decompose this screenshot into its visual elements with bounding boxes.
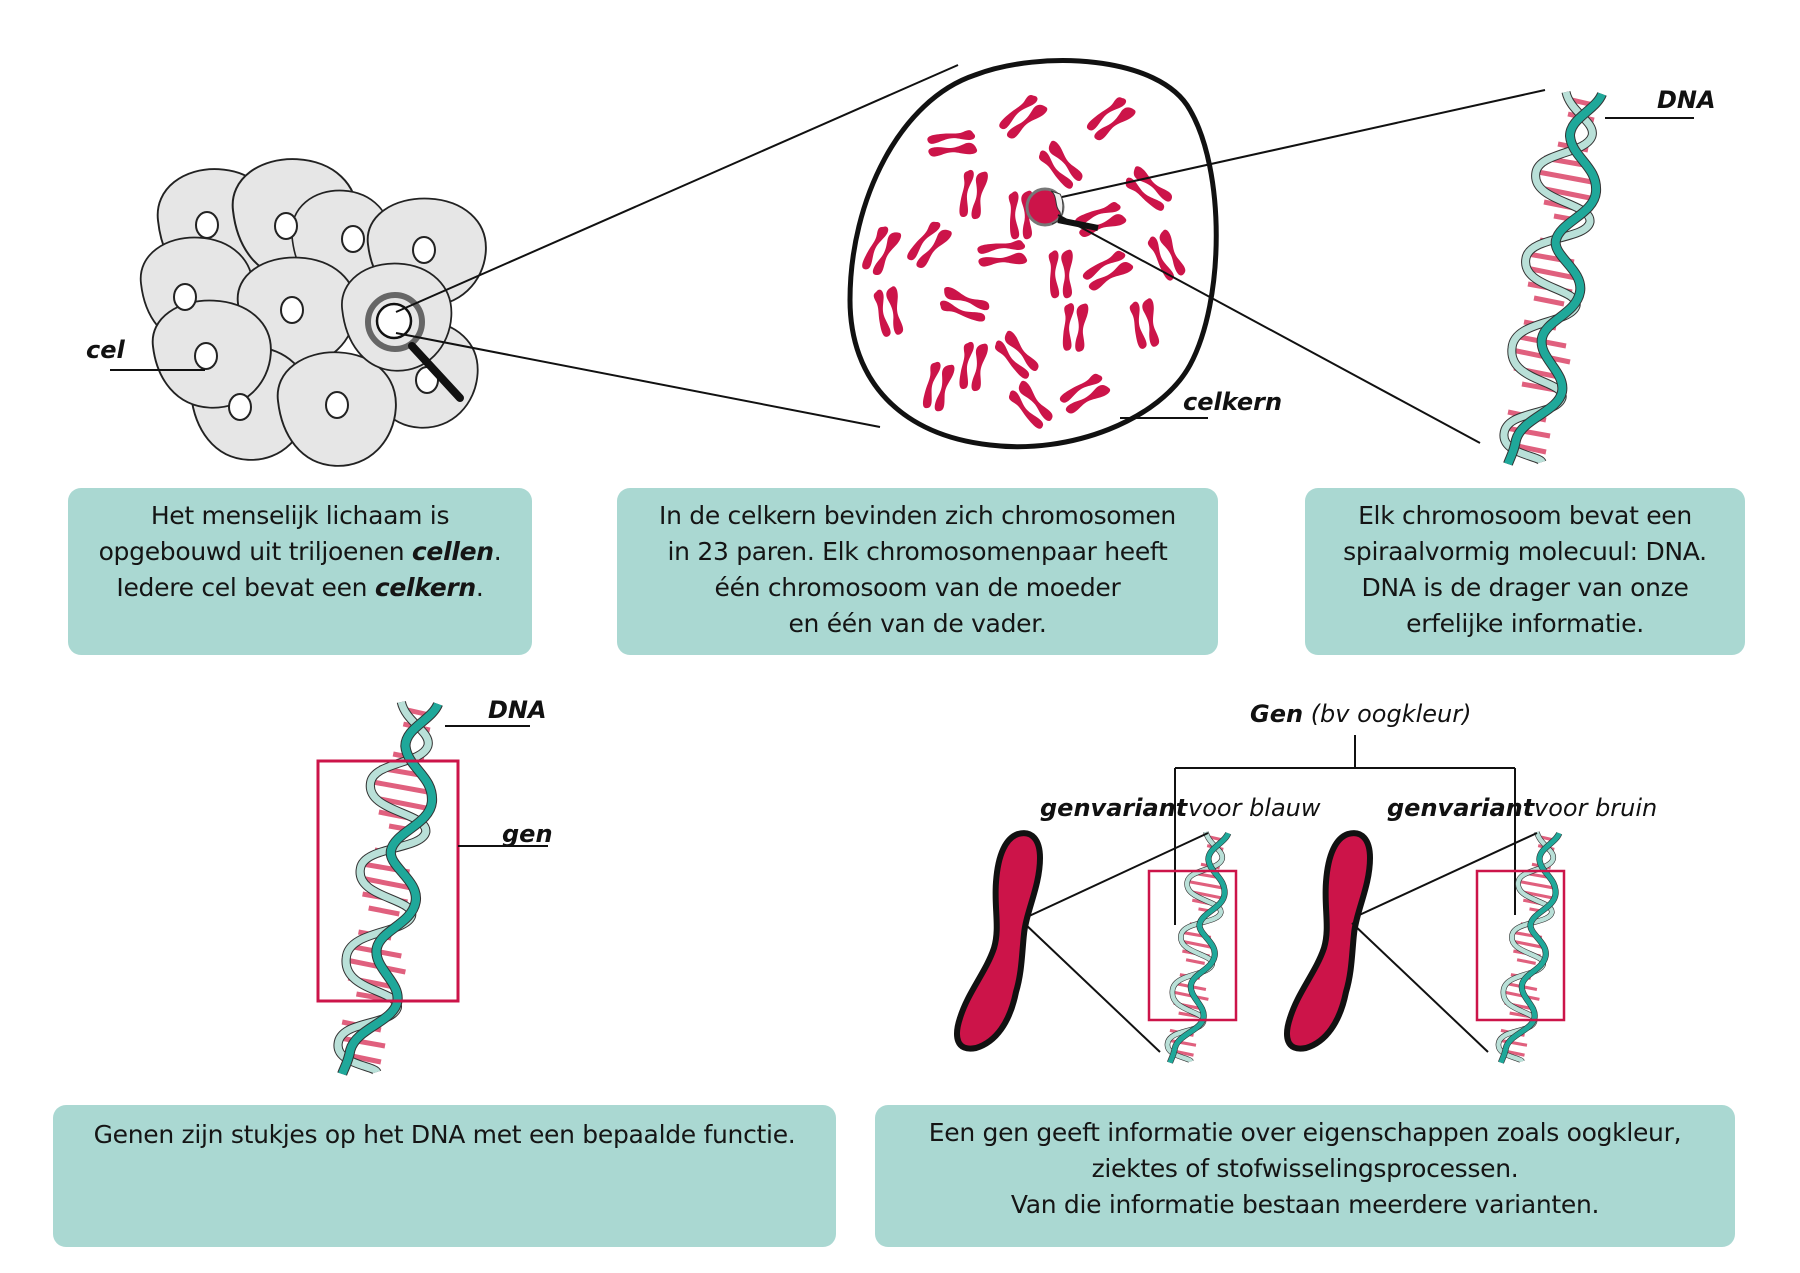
caption-cells-line1: Het menselijk lichaam is bbox=[150, 501, 450, 530]
zoom-line-dna-top bbox=[1061, 89, 1546, 198]
caption-dna-line4: erfelijke informatie. bbox=[1406, 609, 1644, 638]
dna-helix-top bbox=[1504, 92, 1602, 464]
term-cellen: cellen bbox=[411, 537, 494, 566]
caption-gene: Genen zijn stukjes op het DNA met een be… bbox=[53, 1105, 836, 1247]
caption-dna-line3: DNA is de drager van onze bbox=[1361, 573, 1689, 602]
label-gen: gen bbox=[502, 820, 553, 848]
term-celkern: celkern bbox=[374, 573, 476, 602]
zoom-line-variant-bruin-bottom bbox=[1351, 922, 1489, 1053]
chromosome-variant-bruin bbox=[1287, 833, 1370, 1048]
caption-cells: Het menselijk lichaam is opgebouwd uit t… bbox=[68, 488, 532, 655]
cell-cluster bbox=[139, 158, 487, 467]
nucleus-outline bbox=[847, 58, 1219, 450]
label-dna-gene: DNA bbox=[488, 696, 547, 724]
label-dna-top: DNA bbox=[1657, 86, 1716, 114]
dna-helix-variant-blauw bbox=[1167, 832, 1228, 1063]
caption-variants-line2: ziektes of stofwisselingsprocessen. bbox=[1091, 1154, 1519, 1183]
variant-1-desc: voor blauw bbox=[1188, 794, 1321, 822]
dna-helix-variant-bruin bbox=[1498, 832, 1559, 1063]
caption-nucleus-line3: één chromosoom van de moeder bbox=[714, 573, 1121, 602]
gene-frame bbox=[316, 759, 460, 1003]
zoom-line-variant-blauw-bottom bbox=[1023, 922, 1161, 1053]
caption-nucleus-line4: en één van de vader. bbox=[788, 609, 1047, 638]
caption-cells-line2: opgebouwd uit triljoenen cellen. bbox=[98, 537, 502, 566]
dna-helix-gene bbox=[338, 702, 438, 1074]
gene-title-example: (bv oogkleur) bbox=[1303, 700, 1472, 728]
zoom-line-dna-bottom bbox=[1057, 214, 1481, 444]
gene-frame-bruin bbox=[1475, 869, 1566, 1022]
caption-dna-line2: spiraalvormig molecuul: DNA. bbox=[1343, 537, 1707, 566]
variant-tree bbox=[1174, 735, 1516, 925]
zoom-line-bottom bbox=[395, 332, 881, 428]
label-celkern: celkern bbox=[1183, 388, 1283, 416]
magnified-chromosome bbox=[1025, 187, 1099, 231]
caption-dna: Elk chromosoom bevat een spiraalvormig m… bbox=[1305, 488, 1745, 655]
gene-title-bold: Gen bbox=[1250, 700, 1304, 728]
zoom-line-top bbox=[395, 64, 959, 313]
variant-1-label: genvariant bbox=[1040, 794, 1188, 822]
variant-2-desc: voor bruin bbox=[1534, 794, 1658, 822]
caption-cells-line3: Iedere cel bevat een celkern. bbox=[116, 573, 484, 602]
variant-2-label: genvariant bbox=[1387, 794, 1535, 822]
zoom-line-variant-bruin-top bbox=[1354, 832, 1538, 918]
gene-frame-blauw bbox=[1147, 869, 1238, 1022]
caption-nucleus: In de celkern bevinden zich chromosomen … bbox=[617, 488, 1218, 655]
zoom-line-variant-blauw-top bbox=[1026, 832, 1209, 918]
caption-variants: Een gen geeft informatie over eigenschap… bbox=[875, 1105, 1735, 1247]
gene-title: Gen (bv oogkleur) bbox=[1250, 700, 1472, 728]
caption-variants-line3: Van die informatie bestaan meerdere vari… bbox=[1010, 1190, 1600, 1219]
caption-variants-line1: Een gen geeft informatie over eigenschap… bbox=[928, 1118, 1682, 1147]
caption-dna-line1: Elk chromosoom bevat een bbox=[1358, 501, 1692, 530]
caption-nucleus-line2: in 23 paren. Elk chromosomenpaar heeft bbox=[667, 537, 1168, 566]
magnifier-handle bbox=[408, 342, 464, 402]
caption-nucleus-line1: In de celkern bevinden zich chromosomen bbox=[659, 501, 1176, 530]
label-cel: cel bbox=[86, 336, 125, 364]
caption-gene-line1: Genen zijn stukjes op het DNA met een be… bbox=[93, 1120, 796, 1149]
chromosome-variant-blauw bbox=[957, 833, 1040, 1048]
